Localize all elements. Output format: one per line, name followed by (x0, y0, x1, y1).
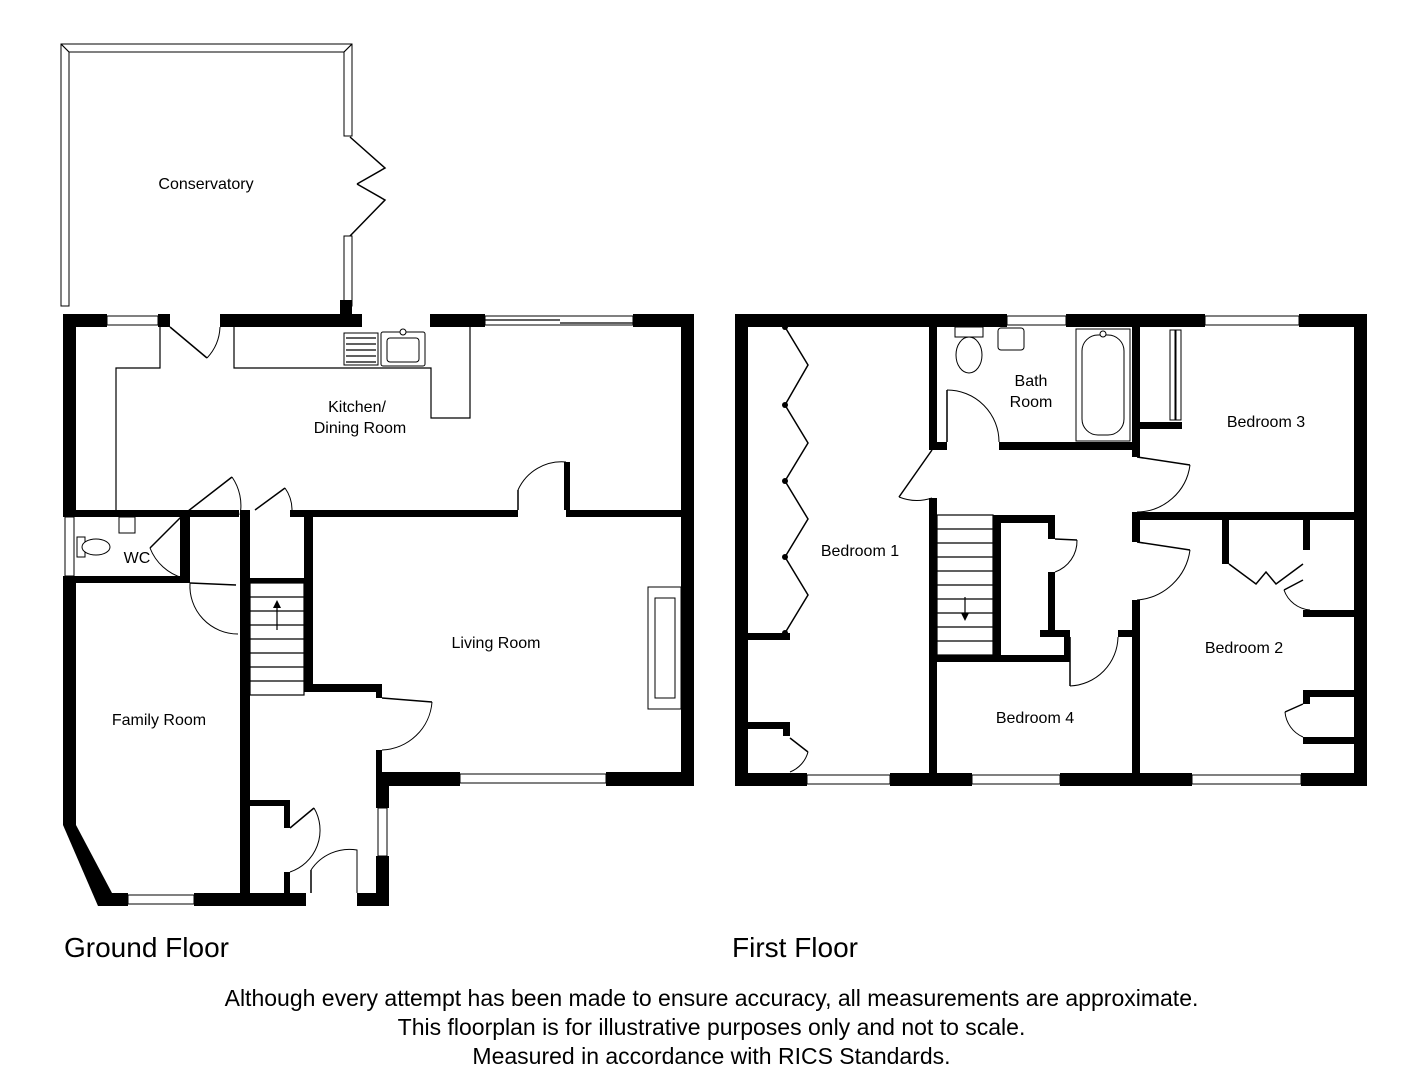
first-floor-plan: Bath Room Bedroom 3 Bedroom 1 Bedroom 2 … (735, 314, 1367, 786)
kitchen-label-line2: Dining Room (314, 420, 406, 437)
disclaimer: Although every attempt has been made to … (0, 984, 1423, 1071)
first-floor-internal-walls (748, 327, 1367, 786)
first-floor-windows (806, 315, 1302, 785)
wc-label: WC (124, 550, 151, 567)
conservatory-label: Conservatory (158, 176, 253, 193)
first-floor-walls (735, 314, 1367, 786)
conservatory-frame (60, 43, 353, 307)
living-room-label: Living Room (452, 635, 541, 652)
bedroom1-label: Bedroom 1 (821, 543, 899, 560)
bathroom-label-line1: Bath (1015, 373, 1048, 390)
ground-floor-doors (149, 326, 567, 893)
conservatory-french-doors (349, 136, 387, 237)
disclaimer-line-3: Measured in accordance with RICS Standar… (472, 1043, 951, 1069)
ground-floor-walls (63, 300, 694, 906)
first-floor-title: First Floor (732, 932, 858, 963)
bedroom2-label: Bedroom 2 (1205, 640, 1283, 657)
ground-floor-title: Ground Floor (64, 932, 229, 963)
bedroom3-wardrobe (1169, 329, 1182, 421)
first-floor-doors (898, 389, 1311, 738)
bedroom1-wardrobe (782, 324, 809, 773)
family-room-label: Family Room (112, 712, 206, 729)
kitchen-units (115, 327, 682, 710)
bathroom-label-line2: Room (1010, 394, 1053, 411)
ground-floor-plan: Conservatory Kitchen/ Dining Room WC Liv… (60, 43, 694, 906)
disclaimer-line-2: This floorplan is for illustrative purpo… (397, 1014, 1026, 1040)
kitchen-label-line1: Kitchen/ (328, 399, 386, 416)
bedroom4-label: Bedroom 4 (996, 710, 1074, 727)
bathroom-fixtures (954, 326, 1131, 442)
wc-sanitary (76, 516, 136, 558)
ground-floor-windows (64, 315, 634, 905)
first-stairs (936, 514, 994, 656)
ground-floor-internal-walls (179, 462, 694, 906)
bedroom3-label: Bedroom 3 (1227, 414, 1305, 431)
ground-stairs (249, 582, 305, 696)
disclaimer-line-1: Although every attempt has been made to … (224, 985, 1199, 1011)
